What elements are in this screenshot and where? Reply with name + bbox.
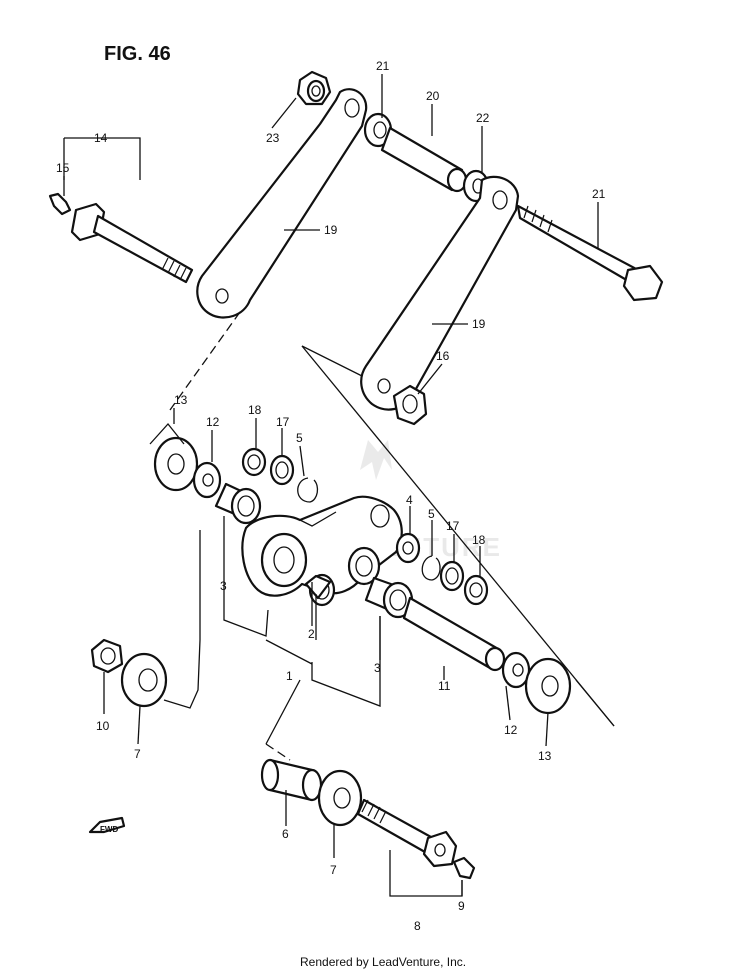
callout-2: 2 bbox=[308, 627, 315, 641]
callout-13-left: 13 bbox=[174, 393, 188, 407]
callout-12-right: 12 bbox=[504, 723, 518, 737]
part-5-circlip-upper bbox=[297, 477, 319, 503]
part-13-washer-left bbox=[153, 436, 199, 492]
figure-title: FIG. 46 bbox=[104, 43, 171, 65]
bracket-14 bbox=[64, 137, 141, 180]
leader-lines bbox=[63, 74, 599, 896]
link-lever-lower bbox=[265, 679, 301, 745]
sight-line-c bbox=[575, 679, 615, 727]
callout-20: 20 bbox=[426, 89, 440, 103]
callout-18-right: 18 bbox=[472, 533, 486, 547]
callout-1: 1 bbox=[286, 669, 293, 683]
callout-17-right: 17 bbox=[446, 519, 460, 533]
callout-16: 16 bbox=[436, 349, 450, 363]
link-to-7 bbox=[163, 639, 201, 709]
part-4-sleeve bbox=[395, 532, 421, 564]
part-5-circlip-right bbox=[421, 555, 441, 581]
callout-5-upper: 5 bbox=[296, 431, 303, 445]
callout-15: 15 bbox=[56, 161, 70, 175]
callout-8: 8 bbox=[414, 919, 421, 933]
part-12-washer-left bbox=[192, 461, 222, 499]
part-20-spacer bbox=[380, 126, 468, 193]
dash-link-left bbox=[169, 311, 241, 411]
part-14-bolt bbox=[70, 202, 194, 284]
part-3-bearing-right bbox=[364, 576, 414, 619]
callout-14: 14 bbox=[94, 131, 108, 145]
callout-9: 9 bbox=[458, 899, 465, 913]
callout-4: 4 bbox=[406, 493, 413, 507]
part-19-rod-right bbox=[360, 175, 520, 411]
bracket-3-left bbox=[223, 516, 269, 637]
callout-labels: 21 20 22 23 14 15 21 19 19 16 13 12 18 1… bbox=[56, 59, 606, 933]
credit-text: Rendered by LeadVenture, Inc. bbox=[300, 955, 466, 969]
part-17-upper bbox=[269, 454, 295, 486]
bracket-1 bbox=[265, 639, 313, 665]
pointer-13-left bbox=[149, 422, 185, 445]
part-3-bearing-center bbox=[304, 573, 336, 607]
part-12-washer-right bbox=[501, 651, 531, 689]
sight-line-b bbox=[301, 345, 615, 727]
callout-19-left: 19 bbox=[324, 223, 338, 237]
part-8-bolt bbox=[356, 798, 458, 868]
callout-10: 10 bbox=[96, 719, 110, 733]
part-19-rod-left bbox=[196, 88, 368, 319]
part-6-collar bbox=[260, 758, 323, 802]
part-16-nut bbox=[392, 384, 428, 426]
callout-6: 6 bbox=[282, 827, 289, 841]
callout-17-upper: 17 bbox=[276, 415, 290, 429]
callout-11: 11 bbox=[438, 679, 451, 693]
part-10-nut bbox=[90, 638, 124, 674]
part-13-washer-right bbox=[524, 657, 572, 715]
part-3-bearing-left bbox=[214, 482, 262, 525]
part-15-grease-fitting bbox=[48, 192, 72, 216]
part-18-right bbox=[463, 574, 489, 606]
callout-22-upper-left: 21 bbox=[376, 59, 390, 73]
part-1-cushion-lever bbox=[241, 495, 403, 597]
callout-7-lower: 7 bbox=[330, 863, 337, 877]
part-17-right bbox=[439, 560, 465, 592]
part-11-spacer bbox=[402, 596, 506, 672]
part-22-washer-upper-left bbox=[363, 112, 393, 148]
callout-18-upper: 18 bbox=[248, 403, 262, 417]
part-9-grease-fitting bbox=[452, 856, 476, 880]
bracket-3-right bbox=[311, 616, 381, 707]
fwd-arrow-icon: FWD bbox=[88, 816, 126, 834]
part-7-washer-upper bbox=[120, 652, 168, 708]
callout-12-left: 12 bbox=[206, 415, 220, 429]
callout-3-right: 3 bbox=[374, 661, 381, 675]
callout-13-right: 13 bbox=[538, 749, 552, 763]
dash-link-lower bbox=[265, 743, 291, 761]
part-23-nut bbox=[296, 70, 332, 106]
callout-5-right: 5 bbox=[428, 507, 435, 521]
callout-23: 23 bbox=[266, 131, 280, 145]
part-18-upper bbox=[241, 447, 267, 477]
part-7-washer-lower bbox=[317, 769, 363, 827]
callout-21: 21 bbox=[592, 187, 606, 201]
callout-19-right: 19 bbox=[472, 317, 486, 331]
callout-22-upper-right: 22 bbox=[476, 111, 490, 125]
callout-7-upper: 7 bbox=[134, 747, 141, 761]
fwd-label: FWD bbox=[100, 825, 118, 834]
part-21-bolt bbox=[516, 204, 664, 302]
callout-3-left: 3 bbox=[220, 579, 227, 593]
sight-line-a bbox=[301, 345, 363, 377]
